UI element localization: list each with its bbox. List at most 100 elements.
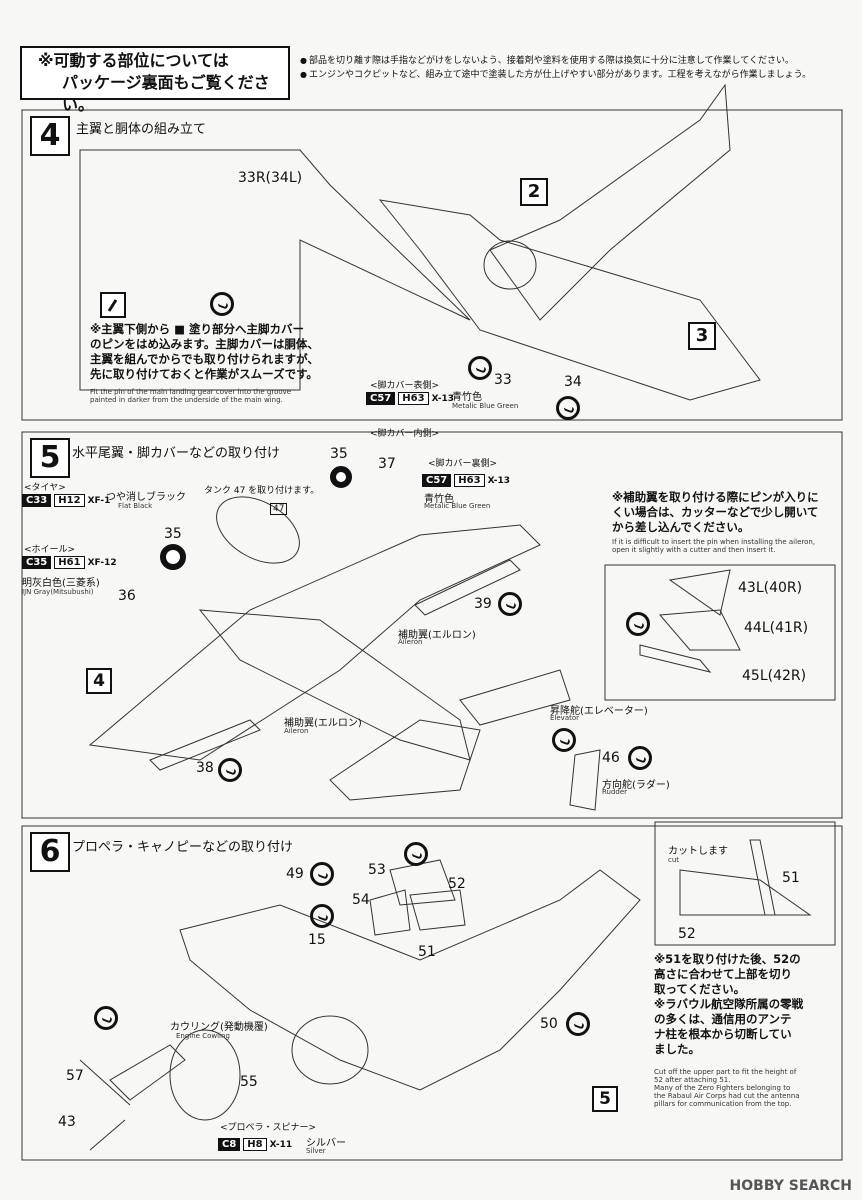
part-35-wheel: 35 xyxy=(164,526,182,542)
step6-cowling xyxy=(169,1029,241,1121)
tip-line: から差し込んでください。 xyxy=(612,520,750,534)
tire-paint-jp: つや消しブラック xyxy=(106,492,186,503)
part-49: 49 xyxy=(286,866,304,882)
wheel-paint-en: IJN Gray(Mitsubushi) xyxy=(22,588,94,596)
note-line-2: パッケージ裏面もご覧ください。 xyxy=(62,73,270,114)
step6-canopy-outline xyxy=(679,869,812,916)
step6-aircraft xyxy=(179,869,641,1091)
step4-number: 4 xyxy=(30,116,70,156)
aileron-tip-jp: ※補助翼を取り付ける際にピンが入りに くい場合は、カッターなどで少し開いて から… xyxy=(612,490,819,535)
wheel-label: <ホイール> xyxy=(24,545,76,555)
cement-icon xyxy=(218,758,242,782)
tip-line: くい場合は、カッターなどで少し開いて xyxy=(612,505,819,519)
part-33: 33 xyxy=(494,372,512,388)
rudder-en: Rudder xyxy=(602,788,628,796)
part-53: 53 xyxy=(368,862,386,878)
antenna-note-en: Cut off the upper part to fit the height… xyxy=(654,1068,800,1108)
step4-engine xyxy=(483,240,537,290)
part-39: 39 xyxy=(474,596,492,612)
cement-icon xyxy=(94,1006,118,1030)
step5-aileron-left xyxy=(149,719,261,771)
prop-paint-en: Silver xyxy=(306,1147,326,1155)
step6-number: 6 xyxy=(30,832,70,872)
instruction-line: ※主翼下側から ■ 塗り部分へ主脚カバー xyxy=(90,322,305,336)
wheel-paint-codes: C35 H61 XF-12 xyxy=(22,556,117,569)
part-54: 54 xyxy=(352,892,370,908)
cement-icon xyxy=(556,396,580,420)
step4-fuselage xyxy=(489,83,731,321)
instruction-line: 主翼を組んでからでも取り付けられますが、 xyxy=(90,352,319,366)
paint-code-x: X-11 xyxy=(269,1139,293,1150)
step4-frame xyxy=(21,109,843,421)
paint-code-h: H12 xyxy=(54,494,85,507)
prop-paint-codes: C8 H8 X-11 xyxy=(218,1138,292,1151)
note-en-line: 52 after attaching 51. xyxy=(654,1076,731,1084)
part-50: 50 xyxy=(540,1016,558,1032)
step5-number: 5 xyxy=(30,438,70,478)
step6-cut-box xyxy=(654,821,836,946)
note-line-1: ※可動する部位については xyxy=(38,51,229,70)
step4-sub-3: 3 xyxy=(688,322,716,350)
paint-code-h: H8 xyxy=(243,1138,267,1151)
outer-cover-label: <脚カバー裏側> xyxy=(428,459,498,469)
step4-title: 主翼と胴体の組み立て xyxy=(76,122,207,137)
paint-brush-icon xyxy=(100,292,126,318)
note-line: 高さに合わせて上部を切り xyxy=(654,967,792,981)
cut-part-51: 51 xyxy=(782,870,800,886)
cement-icon xyxy=(310,904,334,928)
note-line: ※51を取り付けた後、52の xyxy=(654,952,801,966)
step5-stabilizer-left xyxy=(329,719,481,801)
part-44-41: 44L(41R) xyxy=(744,620,809,636)
aileron-right-en: Aileron xyxy=(398,638,423,646)
cement-icon xyxy=(468,356,492,380)
part-36: 36 xyxy=(118,588,136,604)
step4-wing xyxy=(378,199,761,401)
paint-code-c: C33 xyxy=(22,494,52,507)
antenna-note-jp: ※51を取り付けた後、52の 高さに合わせて上部を切り 取ってください。 ※ラバ… xyxy=(654,952,803,1057)
part-43: 43 xyxy=(58,1114,76,1130)
cowling-jp: カウリング(発動機覆) xyxy=(170,1022,268,1033)
cement-icon xyxy=(404,842,428,866)
aileron-left-jp: 補助翼(エルロン) xyxy=(284,718,362,729)
aileron-tip-en: If it is difficult to insert the pin whe… xyxy=(612,538,815,554)
instruction-line: のピンをはめ込みます。主脚カバーは胴体、 xyxy=(90,337,319,351)
wheel-part-35 xyxy=(160,544,186,570)
tip-en-line: open it slightly with a cutter and then … xyxy=(612,546,776,554)
movable-parts-note: ※可動する部位については パッケージ裏面もご覧ください。 xyxy=(20,46,290,114)
note-line: の多くは、通信用のアンテ xyxy=(654,1012,792,1026)
part-35: 35 xyxy=(330,446,348,462)
tank-note: タンク 47 を取り付けます。 xyxy=(204,486,320,496)
part-38: 38 xyxy=(196,760,214,776)
step5-part-45 xyxy=(639,644,712,673)
paint-code-x: X-13 xyxy=(487,475,511,486)
paint-code-h: H63 xyxy=(454,474,485,487)
bullet-item: エンジンやコクピットなど、組み立て途中で塗装した方が仕上げやすい部分があります。… xyxy=(300,68,811,82)
note-line: ※ラバウル航空隊所属の零戦 xyxy=(654,997,804,1011)
step4-callout-label: 33R(34L) xyxy=(238,170,303,186)
note-en-line: pillars for communication from the top. xyxy=(654,1100,792,1108)
prop-paint-jp: シルバー xyxy=(306,1138,346,1149)
part-15: 15 xyxy=(308,932,326,948)
tire-paint-en: Flat Black xyxy=(118,502,153,510)
tire-part-35 xyxy=(330,466,352,488)
step4-instruction-en: Fit the pin of the main landing gear cov… xyxy=(90,388,291,404)
paint-code-h: H63 xyxy=(398,392,429,405)
instruction-en-line: painted in darker from the underside of … xyxy=(90,396,283,404)
step5-tank xyxy=(216,496,300,564)
prop-label: <プロペラ・スピナー> xyxy=(220,1123,317,1133)
step5-wing xyxy=(88,524,541,761)
step6-title: プロペラ・キャノピーなどの取り付け xyxy=(72,840,294,855)
step4-instruction: ※主翼下側から ■ 塗り部分へ主脚カバー のピンをはめ込みます。主脚カバーは胴体… xyxy=(90,322,319,382)
cut-part-52: 52 xyxy=(678,926,696,942)
paint-code-x: X-13 xyxy=(431,393,455,404)
step5-rudder xyxy=(569,749,601,811)
paint-code-c: C8 xyxy=(218,1138,241,1151)
paint-code-c: C57 xyxy=(422,474,452,487)
tip-line: ※補助翼を取り付ける際にピンが入りに xyxy=(612,490,819,504)
cut-label-en: cut xyxy=(668,856,680,864)
step6-antenna xyxy=(749,839,776,916)
note-line: ました。 xyxy=(654,1042,700,1056)
outer-cover-paint-codes: C57 H63 X-13 xyxy=(422,474,510,487)
outer-cover-paint-jp: 青竹色 xyxy=(424,494,454,505)
part-55: 55 xyxy=(240,1074,258,1090)
